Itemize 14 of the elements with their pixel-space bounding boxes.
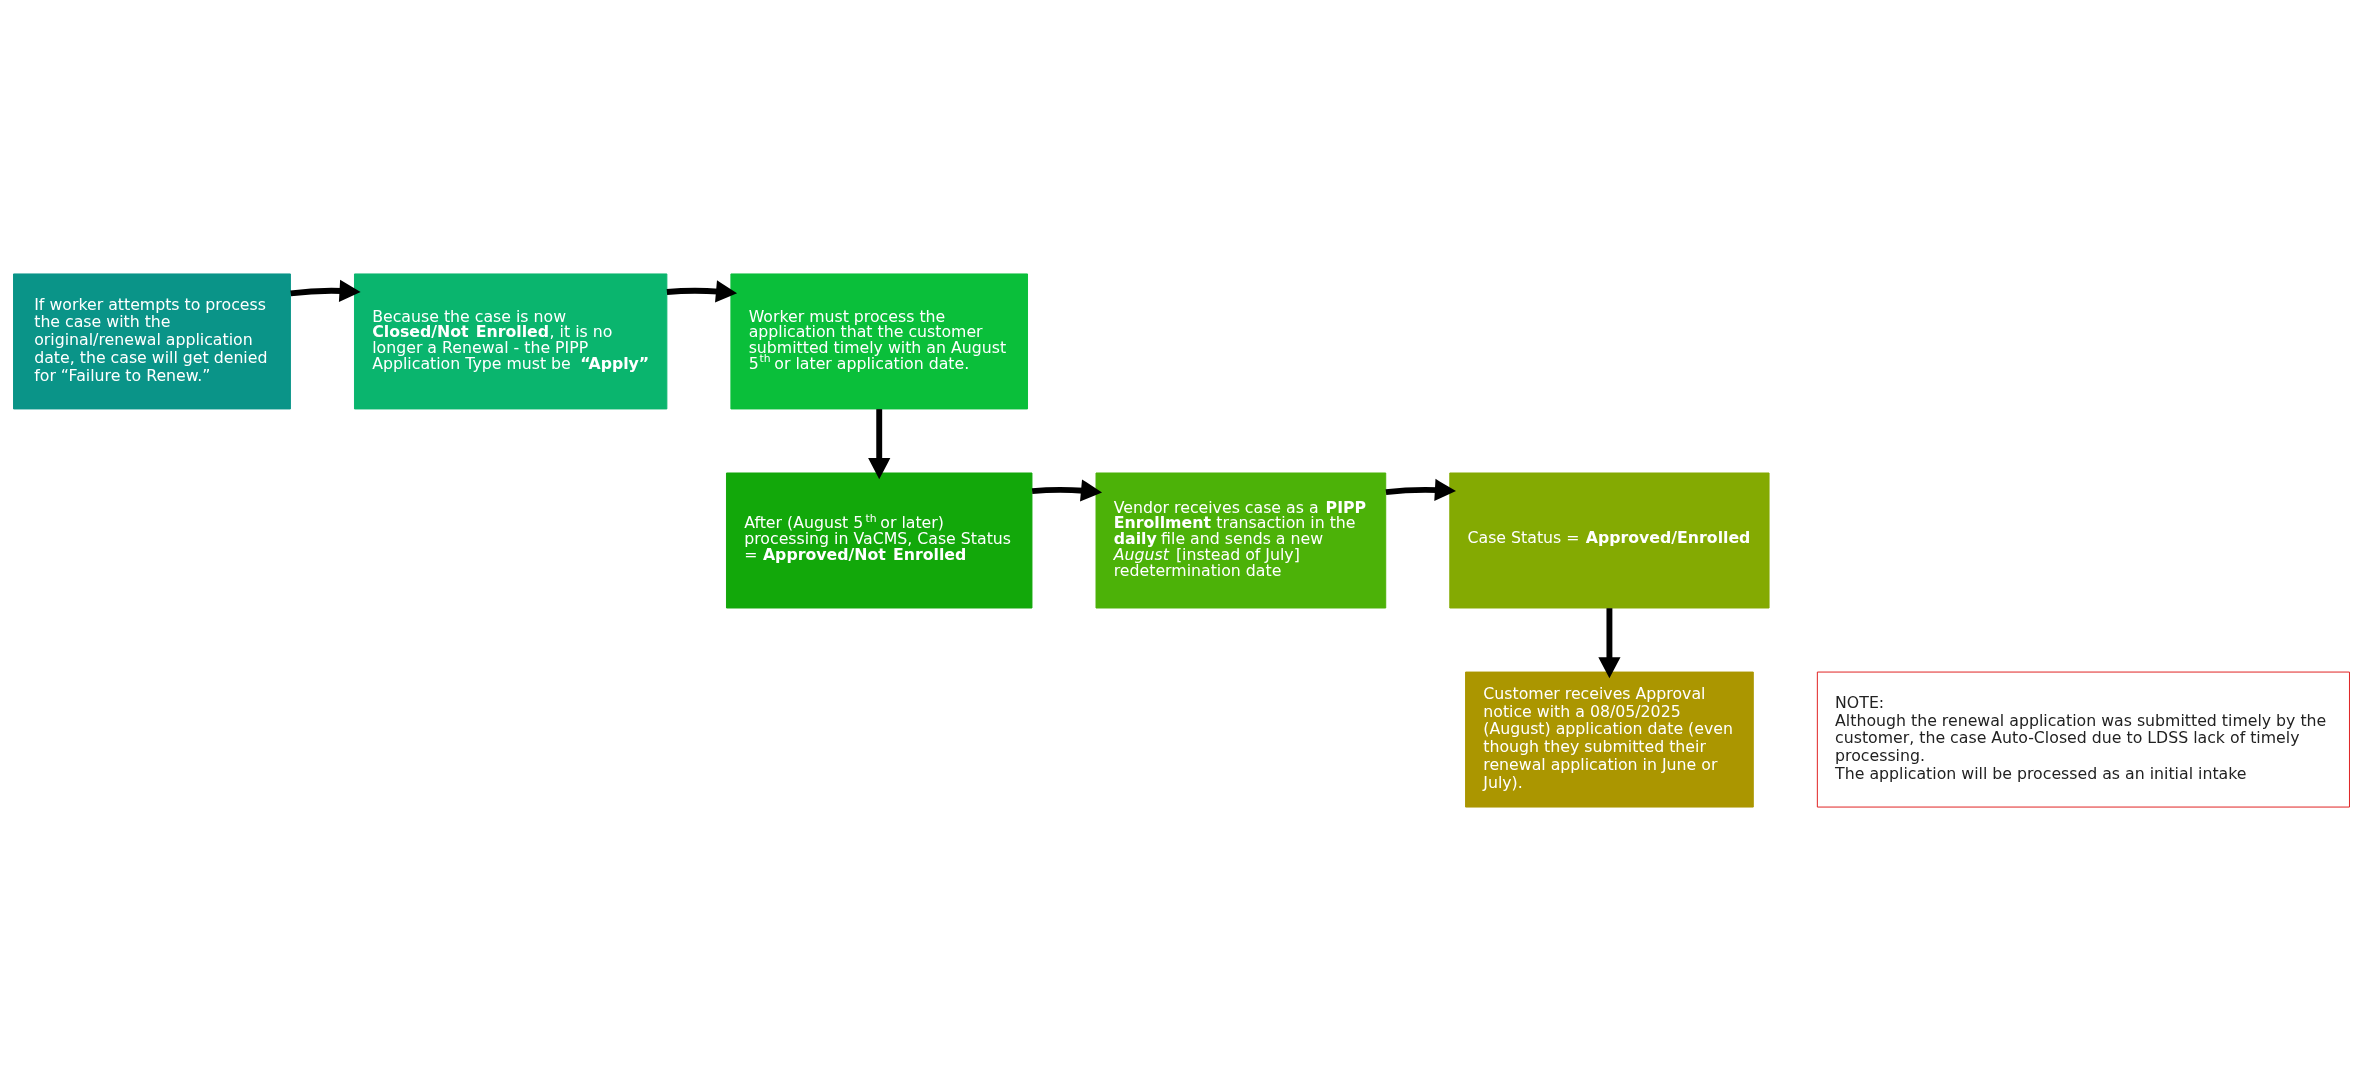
arrow bbox=[290, 279, 361, 302]
arrow bbox=[1598, 608, 1621, 679]
node-box: Customer receives Approval notice with a 08/05/2025 (August) application date (even though they submitted their renewal application in June or July). bbox=[1465, 671, 1754, 808]
arrow bbox=[1385, 478, 1456, 502]
arrow bbox=[868, 409, 891, 480]
node-box: Case Status = Approved/Enrolled bbox=[1449, 472, 1770, 609]
node-box: After (August 5$^{th}$ or later) processing in VaCMS, Case Status = Approved/Not Enrolled bbox=[726, 472, 1033, 609]
node-box: Because the case is now Closed/Not Enrolled, it is no longer a Renewal - the PIPP Application Type must be “Apply” bbox=[354, 273, 668, 410]
node-box: Worker must process the application that the customer submitted timely with an August 5$^{th}$ or later application date. bbox=[730, 273, 1029, 410]
arrow bbox=[1031, 479, 1103, 502]
arrow bbox=[666, 280, 738, 303]
node-box: NOTE: Although the renewal application was submitted timely by the customer, the case Auto-Closed due to LDSS lack of timely processing. The application will be processed as an initial intake bbox=[1816, 671, 2350, 808]
node-box: Vendor receives case as a PIPP Enrollment transaction in the daily file and sends a new August [instead of July] redetermination date bbox=[1095, 472, 1387, 609]
node-box: If worker attempts to process the case with the original/renewal application date, the case will get denied for “Failure to Renew.” bbox=[13, 273, 291, 410]
